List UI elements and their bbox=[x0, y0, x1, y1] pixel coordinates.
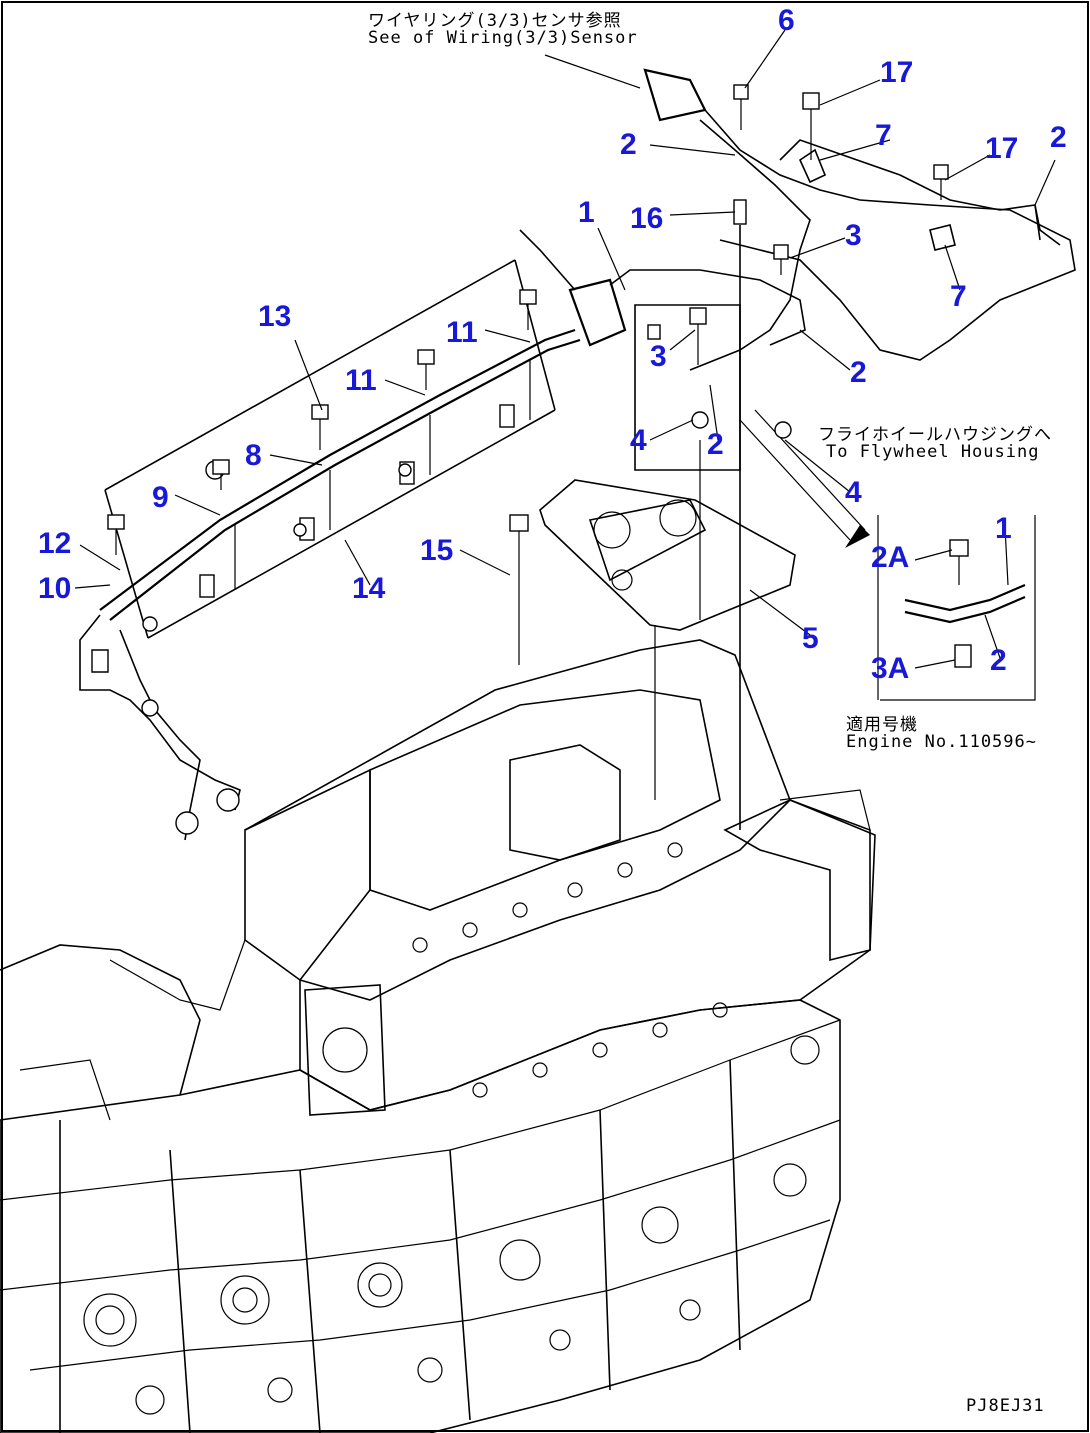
callout-11: 11 bbox=[446, 316, 478, 349]
callout-2: 2 bbox=[707, 428, 724, 461]
leader-lines bbox=[74, 29, 1056, 669]
callout-15: 15 bbox=[420, 534, 453, 567]
callout-3: 3 bbox=[650, 340, 667, 373]
callout-1: 1 bbox=[995, 512, 1012, 545]
callout-1: 1 bbox=[578, 196, 595, 229]
callout-7: 7 bbox=[950, 280, 967, 313]
callout-labels: 6 17 7 17 2 2 16 1 3 7 13 11 3 2 11 4 2 … bbox=[38, 4, 1067, 685]
flywheel-housing-note-en: To Flywheel Housing bbox=[826, 442, 1040, 462]
callout-2: 2 bbox=[990, 644, 1007, 677]
callout-16: 16 bbox=[630, 202, 663, 235]
callout-2A: 2A bbox=[871, 541, 909, 574]
callout-17: 17 bbox=[985, 132, 1018, 165]
callout-11: 11 bbox=[345, 364, 377, 397]
callout-12: 12 bbox=[38, 527, 71, 560]
callout-13: 13 bbox=[258, 300, 291, 333]
wiring-reference-note-jp: ワイヤリング(3/3)センサ参照 bbox=[368, 11, 622, 31]
wiring-reference-note-en: See of Wiring(3/3)Sensor bbox=[368, 28, 638, 48]
engine-block-drawing bbox=[0, 639, 876, 1433]
applicable-serial-note-en: Engine No.110596~ bbox=[846, 732, 1037, 752]
injector-harness-drawing bbox=[79, 259, 581, 841]
callout-2: 2 bbox=[1050, 121, 1067, 154]
callout-5: 5 bbox=[802, 622, 819, 655]
callout-9: 9 bbox=[152, 481, 169, 514]
callout-10: 10 bbox=[38, 572, 71, 605]
callout-3A: 3A bbox=[871, 652, 909, 685]
cover-plate-drawing bbox=[509, 440, 796, 800]
callout-17: 17 bbox=[880, 56, 913, 89]
callout-2: 2 bbox=[850, 356, 867, 389]
callout-8: 8 bbox=[245, 439, 262, 472]
drawing-code: PJ8EJ31 bbox=[966, 1396, 1045, 1416]
callout-14: 14 bbox=[352, 572, 386, 605]
callout-2: 2 bbox=[620, 128, 637, 161]
callout-4: 4 bbox=[630, 424, 647, 457]
callout-3: 3 bbox=[845, 219, 862, 252]
callout-6: 6 bbox=[778, 4, 795, 37]
callout-4: 4 bbox=[845, 476, 862, 509]
flywheel-housing-note-jp: フライホイールハウジングへ bbox=[818, 425, 1052, 445]
callout-7: 7 bbox=[875, 119, 892, 152]
applicable-serial-note-jp: 適用号機 bbox=[846, 715, 918, 735]
serial-inset-detail bbox=[877, 515, 1036, 701]
upper-harness-drawing bbox=[519, 68, 1076, 830]
